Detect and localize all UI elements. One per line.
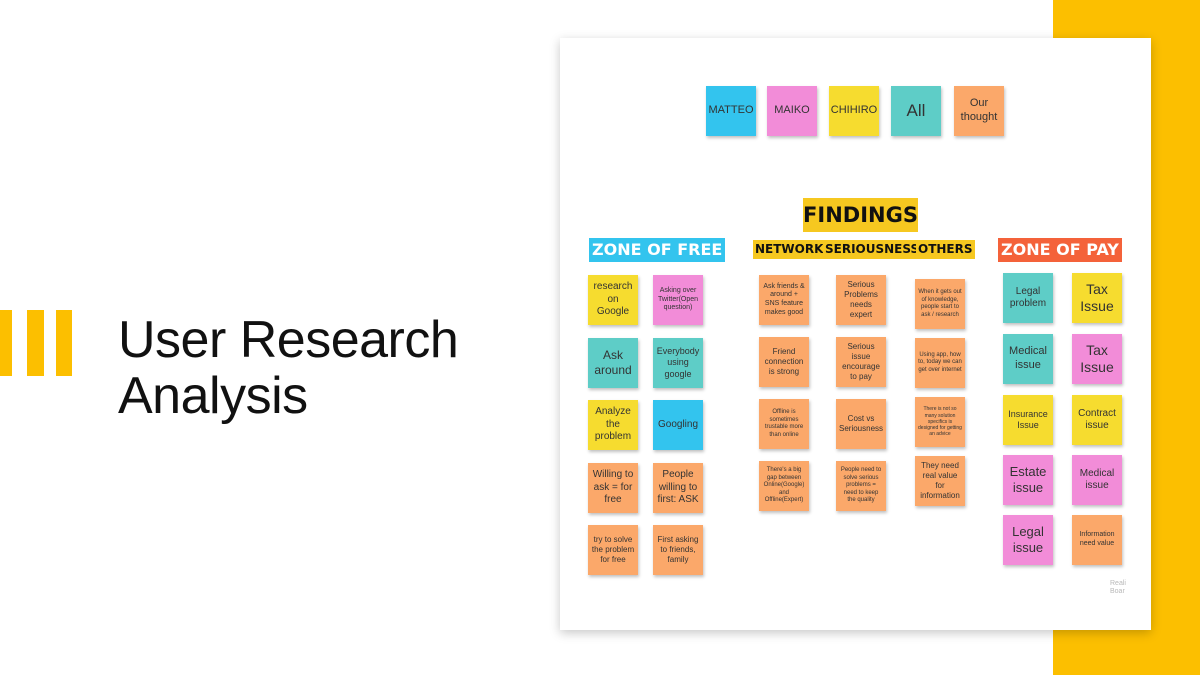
zone-free-note: research on Google [588,275,638,325]
seriousness-note: Serious issue encourage to pay [836,337,886,387]
zone-free-note: First asking to friends, family [653,525,703,575]
others-header: OTHERS [916,240,975,259]
findings-title: FINDINGS [803,203,918,227]
zone-free-note: People willing to first: ASK [653,463,703,513]
accent-bar-3 [56,310,72,376]
others-note: Using app, how to, today we can get over… [915,338,965,388]
zone-pay-note: Information need value [1072,515,1122,565]
network-header: NETWORK [753,240,826,259]
slide-title-line1: User Research [118,311,459,369]
zone-free-note: try to solve the problem for free [588,525,638,575]
zone-free-note: Everybody using google [653,338,703,388]
board-watermark: Reali Boar [1110,580,1126,596]
network-note: Ask friends & around + SNS feature makes… [759,275,809,325]
zone-free-note: Ask around [588,338,638,388]
zone-pay-note: Tax Issue [1072,273,1122,323]
network-note: Offline is sometimes trustable more than… [759,399,809,449]
others-note: There is not so many solution specifics … [915,397,965,447]
zone-free-note: Willing to ask = for free [588,463,638,513]
zone-pay-note: Legal problem [1003,273,1053,323]
seriousness-note: Serious Problems needs expert [836,275,886,325]
zone-free-note: Googling [653,400,703,450]
zone-pay-note: Contract issue [1072,395,1122,445]
seriousness-header: SERIOUSNESS [823,240,922,259]
legend-note-our-thought: Our thought [954,86,1004,136]
zone-pay-header: ZONE OF PAY [998,238,1122,262]
zone-free-note: Asking over Twitter(Open question) [653,275,703,325]
zone-free-header: ZONE OF FREE [589,238,726,262]
others-note: They need real value for information [915,456,965,506]
slide-title: User Research Analysis [118,311,459,425]
zone-free-note: Analyze the problem [588,400,638,450]
seriousness-note: People need to solve serious problems = … [836,461,886,511]
legend-note-matteo: MATTEO [706,86,756,136]
accent-bar-2 [27,310,44,376]
network-note: Friend connection is strong [759,337,809,387]
others-note: When it gets out of knowledge, people st… [915,279,965,329]
watermark-line2: Boar [1110,588,1125,595]
zone-pay-note: Medical issue [1072,455,1122,505]
legend-note-maiko: MAIKO [767,86,817,136]
accent-bar-1 [0,310,12,376]
zone-pay-note: Estate issue [1003,455,1053,505]
zone-pay-note: Insurance Issue [1003,395,1053,445]
network-note: There's a big gap between Online(Google)… [759,461,809,511]
zone-pay-note: Legal issue [1003,515,1053,565]
slide-title-line2: Analysis [118,367,308,425]
zone-pay-note: Tax Issue [1072,334,1122,384]
seriousness-note: Cost vs Seriousness [836,399,886,449]
watermark-line1: Reali [1110,580,1126,587]
zone-pay-note: Medical issue [1003,334,1053,384]
findings-highlight [803,198,918,232]
legend-note-chihiro: CHIHIRO [829,86,879,136]
legend-note-all: All [891,86,941,136]
